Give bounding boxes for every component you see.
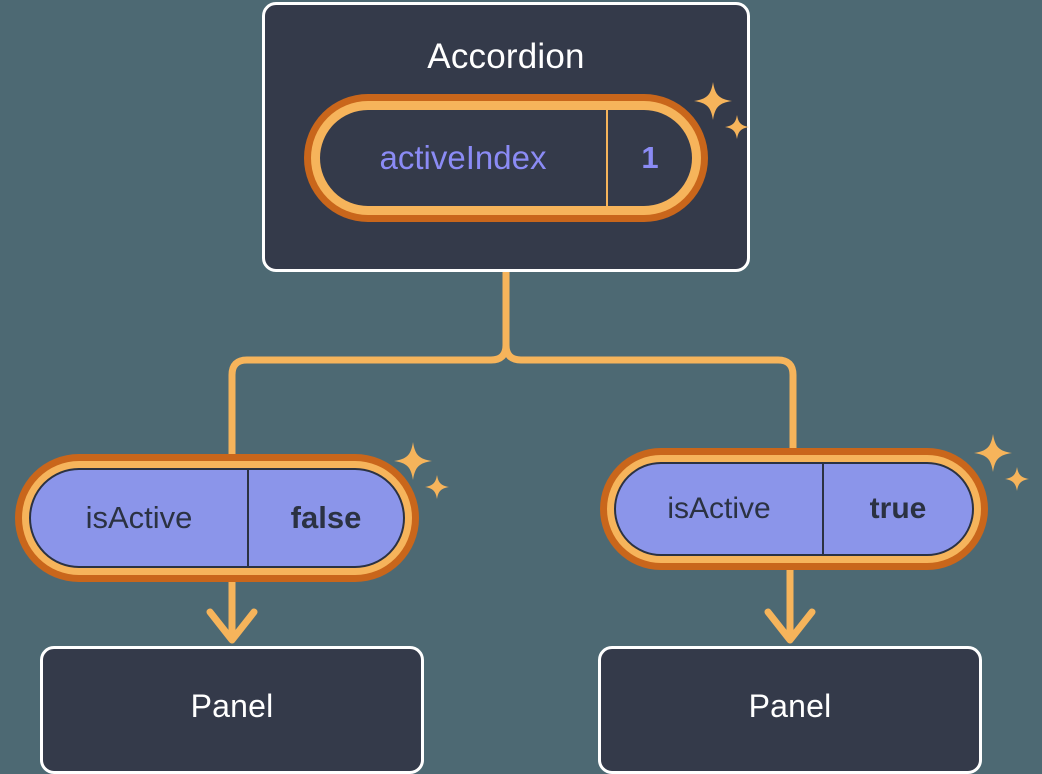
sparkle-small-icon (425, 475, 449, 499)
state-pill-is-active-true[interactable]: isActive true (600, 448, 988, 570)
state-pill-is-active-false[interactable]: isActive false (15, 454, 419, 582)
node-panel-right[interactable]: Panel (598, 646, 982, 774)
pill-body: activeIndex 1 (318, 108, 694, 208)
pill-ring-inner: activeIndex 1 (311, 101, 701, 215)
pill-ring-inner: isActive true (607, 455, 981, 563)
state-value-is-active-right: true (822, 464, 972, 554)
sparkle-large-icon (974, 434, 1012, 472)
pill-ring-inner: isActive false (22, 461, 412, 575)
panel-left-title: Panel (190, 688, 274, 724)
pill-body: isActive true (614, 462, 974, 556)
state-key-is-active-left: isActive (85, 500, 193, 535)
prop-key-active-index: activeIndex (379, 139, 547, 176)
pill-body: isActive false (29, 468, 405, 568)
prop-pill-active-index[interactable]: activeIndex 1 (304, 94, 708, 222)
state-key-is-active-right: isActive (667, 492, 771, 525)
accordion-title: Accordion (427, 37, 585, 76)
sparkle-small-icon (1005, 467, 1029, 491)
state-value-is-active-left: false (247, 470, 403, 566)
node-panel-left[interactable]: Panel (40, 646, 424, 774)
panel-right-title: Panel (748, 688, 832, 724)
prop-value-active-index: 1 (606, 110, 692, 206)
